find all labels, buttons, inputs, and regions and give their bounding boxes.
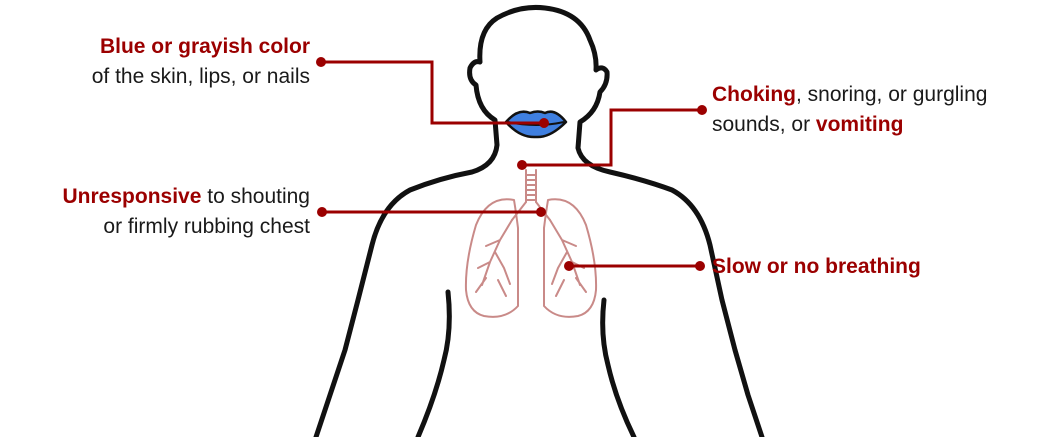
callout-dot [317, 207, 327, 217]
callout-unresponsive-text: to shouting [201, 185, 310, 208]
callout-dot [536, 207, 546, 217]
callout-choking: Choking, snoring, or gurgling sounds, or… [712, 80, 987, 140]
callout-dot [539, 118, 549, 128]
callout-unresponsive-text-2: or firmly rubbing chest [103, 215, 310, 238]
callout-dot [564, 261, 574, 271]
callout-blue-color: Blue or grayish color of the skin, lips,… [92, 32, 310, 92]
callout-unresponsive-emphasis: Unresponsive [63, 185, 202, 208]
callout-choking-text: , snoring, or gurgling [796, 83, 987, 106]
human-body-outline-icon [316, 7, 762, 437]
callout-connectors [321, 62, 702, 266]
callout-choking-emphasis: Choking [712, 83, 796, 106]
callout-blue-color-emphasis: Blue or grayish color [100, 35, 310, 58]
callout-dot [697, 105, 707, 115]
callout-blue-color-detail: of the skin, lips, or nails [92, 65, 310, 88]
lungs-icon [466, 170, 596, 317]
callout-vomiting-emphasis: vomiting [816, 113, 904, 136]
callout-unresponsive: Unresponsive to shouting or firmly rubbi… [63, 182, 310, 242]
callout-breathing-emphasis: Slow or no breathing [712, 255, 921, 278]
callout-dot [517, 160, 527, 170]
callout-dot [316, 57, 326, 67]
callout-choking-text-2: sounds, or [712, 113, 816, 136]
callout-dot [695, 261, 705, 271]
callout-breathing: Slow or no breathing [712, 252, 921, 282]
